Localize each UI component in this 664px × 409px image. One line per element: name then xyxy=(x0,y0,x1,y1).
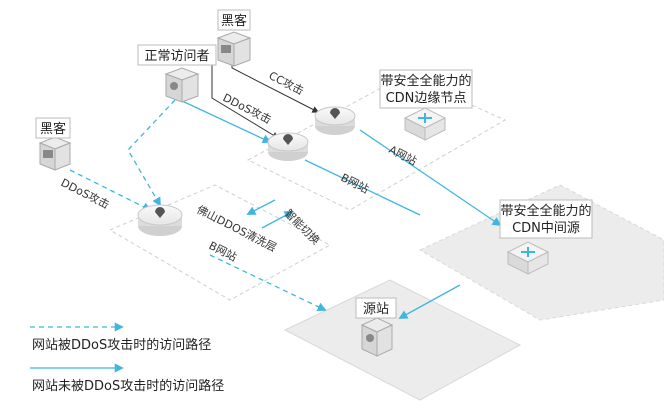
hacker-top-label-box xyxy=(217,9,251,31)
normal-visitor-icon xyxy=(164,67,200,103)
disk-b xyxy=(267,132,309,161)
legend-solid-label: 网站未被DDoS攻击时的访问路径 xyxy=(32,378,224,394)
path-dashed-visitor-scrub xyxy=(127,99,176,207)
legend-dashed-label: 网站被DDoS攻击时的访问路径 xyxy=(32,337,211,353)
path-solid-mid-origin xyxy=(398,284,461,319)
cdn-mid-label-line2: CDN中间源 xyxy=(512,221,580,236)
origin-label: 源站 xyxy=(363,302,389,317)
path-ddos-attack-top xyxy=(211,60,280,139)
hacker-top-icon xyxy=(216,31,252,67)
disk-scrub xyxy=(137,204,183,236)
cdn-edge-plane xyxy=(246,74,507,211)
path-dashed-hacker-scrub xyxy=(69,169,152,211)
origin-label-box xyxy=(355,297,397,319)
path-switch-right xyxy=(261,211,294,229)
cdn-mid-label-box xyxy=(499,199,593,239)
ddos-attack-left-label: DDoS攻击 xyxy=(59,175,112,211)
hacker-left-label-box xyxy=(35,117,71,139)
cdn-edge-label-line2: CDN边缘节点 xyxy=(386,91,467,106)
path-dashed-scrub-origin xyxy=(209,254,327,311)
path-solid-a-mid xyxy=(359,129,502,227)
path-solid-b-mid xyxy=(304,159,421,216)
origin-server-icon xyxy=(360,317,394,357)
normal-visitor-label-box xyxy=(137,44,217,66)
cdn-mid-box-icon xyxy=(506,241,550,275)
cdn-edge-label-line1: 带安全全能力的 xyxy=(380,73,471,89)
cdn-edge-box-icon xyxy=(403,107,447,141)
hacker-left-label: 黑客 xyxy=(40,121,66,137)
hacker-top-label: 黑客 xyxy=(221,13,247,29)
cc-attack-label: CC攻击 xyxy=(267,68,307,97)
cdn-edge-label-box xyxy=(379,69,473,109)
path-solid-visitor-b xyxy=(179,99,272,144)
normal-visitor-label: 正常访问者 xyxy=(144,49,209,64)
disk-a xyxy=(314,106,356,135)
cdn-mid-label-line1: 带安全全能力的 xyxy=(500,203,591,219)
path-switch-left xyxy=(246,199,276,215)
origin-plane xyxy=(283,279,522,401)
hacker-left-icon xyxy=(38,136,72,171)
